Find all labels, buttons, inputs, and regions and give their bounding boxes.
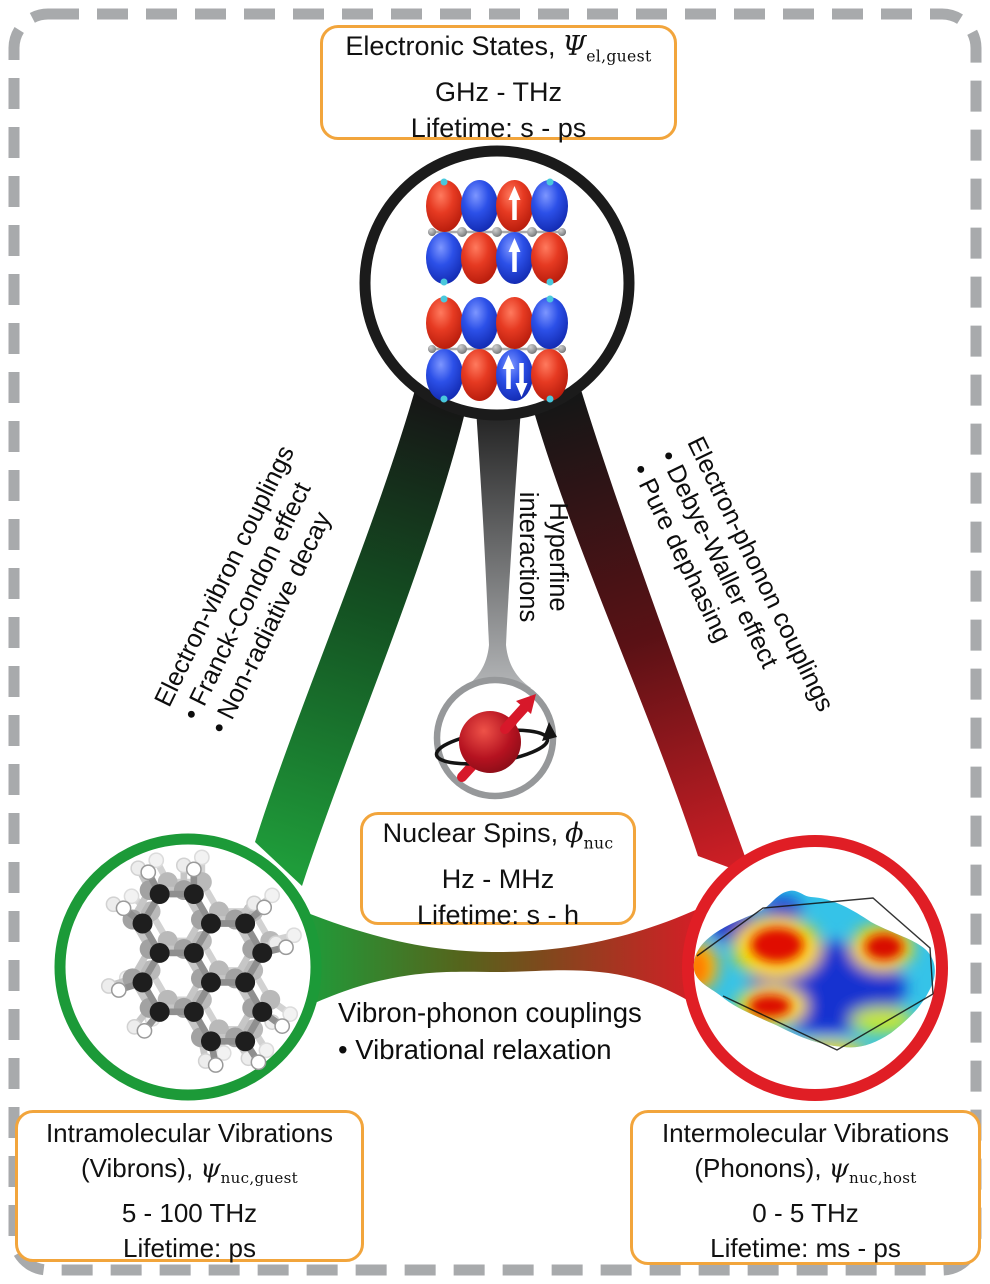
phonons-label: (Phonons), — [694, 1153, 822, 1183]
hyperfine-band — [464, 380, 531, 688]
nuclear-spins-box: Nuclear Spins,ϕnuc Hz - MHz Lifetime: s … — [360, 812, 636, 930]
vibron-phonon-coupling-label: Vibron-phonon couplings • Vibrational re… — [338, 994, 642, 1068]
coupling-line: Hyperfine — [544, 502, 572, 612]
vibrons-frequency-range: 5 - 100 THz — [121, 1198, 258, 1229]
electronic-wavefunction-symbol: Ψel,guest — [562, 31, 652, 66]
coupling-bands — [255, 370, 752, 1010]
nuclear-spins-title: Nuclear Spins,ϕnuc — [363, 815, 633, 861]
vibrons-wavefunction-symbol: ψnuc,guest — [200, 1154, 299, 1188]
electronic-states-box: Electronic States,Ψel,guest GHz - THz Li… — [320, 25, 677, 143]
phonons-subtitle: (Phonons),ψnuc,host — [633, 1151, 978, 1196]
coupling-line: Vibron-phonon couplings — [338, 997, 642, 1028]
electronic-states-label: Electronic States, — [345, 31, 556, 61]
vibrons-label: (Vibrons), — [80, 1153, 194, 1183]
electron-vibron-band — [255, 372, 468, 886]
electron-phonon-band — [530, 370, 752, 876]
dashed-frame — [8, 8, 982, 1276]
vibron-phonon-band — [300, 908, 700, 1010]
coupling-line: interactions — [514, 491, 542, 623]
nuclear-wavefunction-symbol: ϕnuc — [565, 818, 614, 853]
electronic-states-title: Electronic States,Ψel,guest — [323, 28, 674, 74]
vibrons-title: Intramolecular Vibrations — [45, 1118, 334, 1148]
vibrons-circle — [54, 833, 322, 1101]
phonons-frequency-range: 0 - 5 THz — [752, 1198, 859, 1229]
vibrons-lifetime: Lifetime: ps — [123, 1233, 256, 1264]
electronic-lifetime: Lifetime: s - ps — [410, 113, 587, 144]
molecular-orbitals-illustration — [424, 177, 570, 404]
hyperfine-interactions-label: Hyperfine interactions — [513, 492, 573, 622]
nuclear-spins-label: Nuclear Spins, — [382, 818, 559, 848]
nuclear-frequency-range: Hz - MHz — [441, 864, 555, 895]
vibrons-box: Intramolecular Vibrations (Vibrons),ψnuc… — [15, 1110, 364, 1263]
nuclear-spin-illustration — [434, 694, 557, 782]
phonons-box: Intermolecular Vibrations (Phonons),ψnuc… — [630, 1110, 981, 1265]
nuclear-lifetime: Lifetime: s - h — [416, 900, 580, 931]
phonons-lifetime: Lifetime: ms - ps — [710, 1233, 901, 1264]
coupling-line: • Vibrational relaxation — [338, 1034, 612, 1065]
phonons-wavefunction-symbol: ψnuc,host — [828, 1154, 917, 1188]
electronic-frequency-range: GHz - THz — [435, 77, 562, 108]
vibrons-subtitle: (Vibrons),ψnuc,guest — [18, 1151, 361, 1196]
phonons-title: Intermolecular Vibrations — [661, 1118, 950, 1148]
